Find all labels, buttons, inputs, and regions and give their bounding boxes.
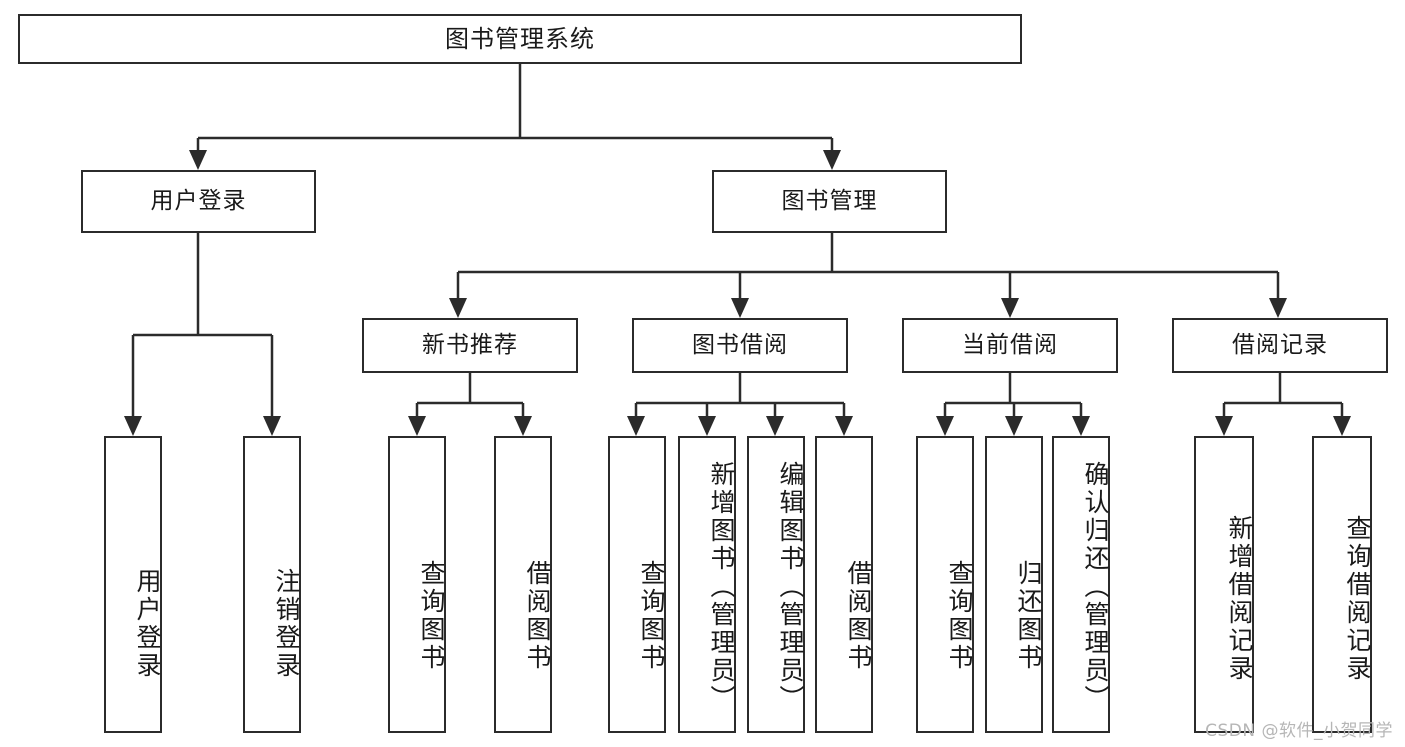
node-user-login[interactable]: 用户登录 [81,170,316,233]
node-book-borrow[interactable]: 图书借阅 [632,318,848,373]
leaf-query-book-recommend[interactable]: 查询图书 [388,436,446,733]
leaf-query-book-current[interactable]: 查询图书 [916,436,974,733]
leaf-borrow-book-recommend[interactable]: 借阅图书 [494,436,552,733]
node-current-borrow[interactable]: 当前借阅 [902,318,1118,373]
leaf-edit-book-admin[interactable]: 编辑图书（管理员） [747,436,805,733]
leaf-add-book-admin[interactable]: 新增图书（管理员） [678,436,736,733]
leaf-add-borrow-record[interactable]: 新增借阅记录 [1194,436,1254,733]
leaf-query-book-borrow[interactable]: 查询图书 [608,436,666,733]
node-new-book-recommend[interactable]: 新书推荐 [362,318,578,373]
leaf-query-borrow-record[interactable]: 查询借阅记录 [1312,436,1372,733]
leaf-user-logout[interactable]: 注销登录 [243,436,301,733]
node-borrow-record[interactable]: 借阅记录 [1172,318,1388,373]
leaf-user-login[interactable]: 用户登录 [104,436,162,733]
watermark-text: CSDN @软件_小贺同学 [1205,721,1393,741]
node-book-management[interactable]: 图书管理 [712,170,947,233]
node-root-system[interactable]: 图书管理系统 [18,14,1022,64]
leaf-borrow-book[interactable]: 借阅图书 [815,436,873,733]
leaf-confirm-return-admin[interactable]: 确认归还（管理员） [1052,436,1110,733]
leaf-return-book[interactable]: 归还图书 [985,436,1043,733]
